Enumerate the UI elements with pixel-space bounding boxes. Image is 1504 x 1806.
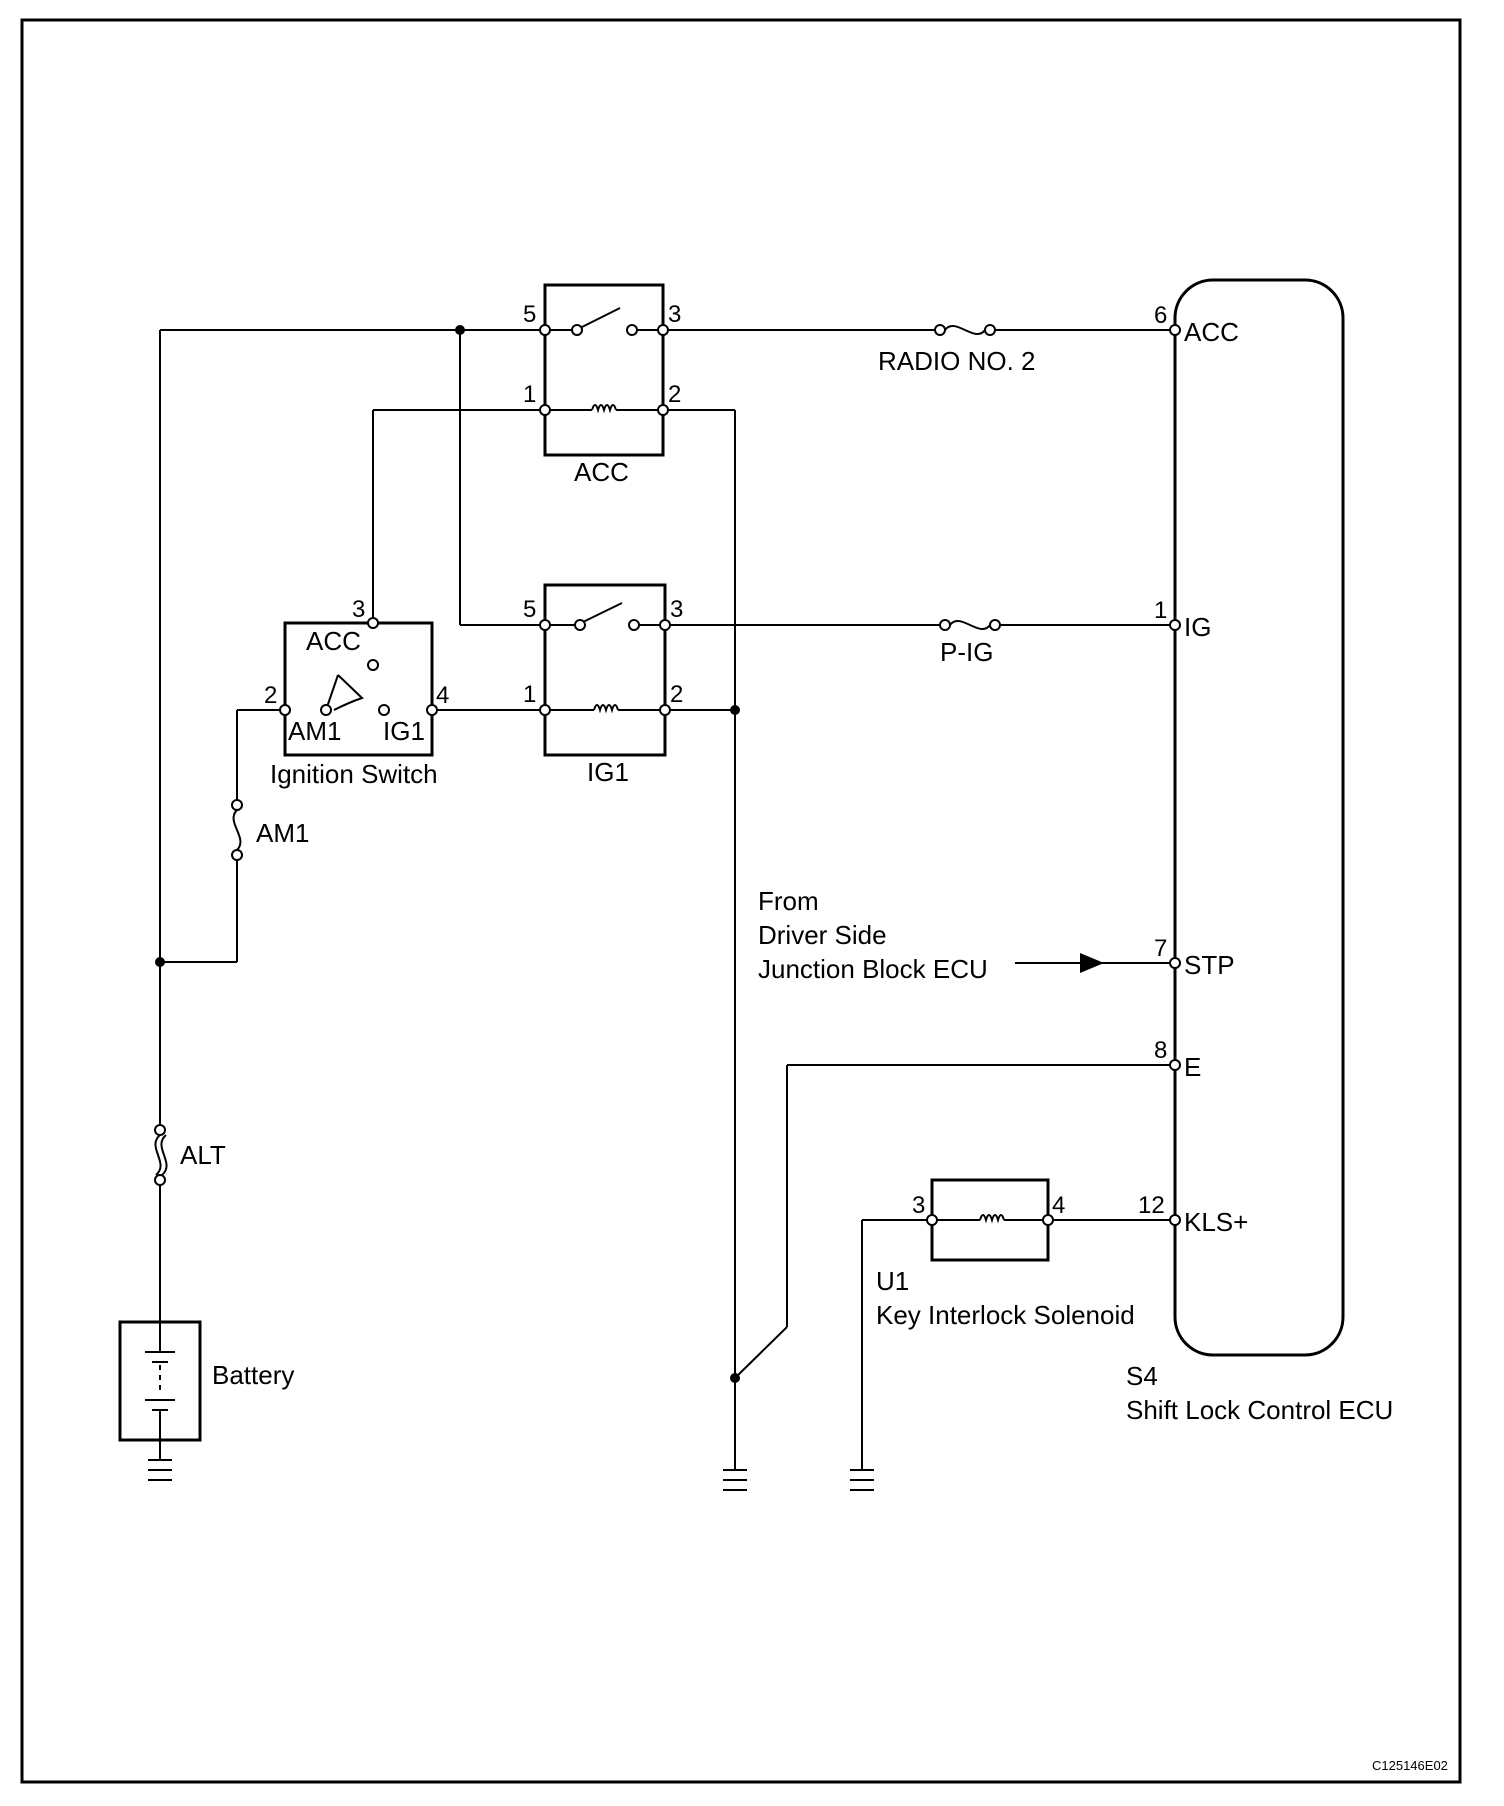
solenoid-pin4: 4 (1052, 1192, 1065, 1219)
ecu-pin-e-num: 8 (1154, 1037, 1167, 1064)
relay-ig1-pin5: 5 (523, 596, 536, 623)
junction-dots (155, 325, 740, 1383)
battery: Battery (118, 1320, 294, 1442)
ecu-pin-kls-num: 12 (1138, 1192, 1165, 1219)
ecu-pin-acc-num: 6 (1154, 302, 1167, 329)
relay-acc-pin3: 3 (668, 301, 681, 328)
relay-ig1-pin3: 3 (670, 596, 683, 623)
solenoid-code: U1 (876, 1266, 909, 1296)
ignition-switch-pos-am1: AM1 (288, 716, 341, 746)
relay-acc: 5 3 1 2 ACC (523, 283, 681, 487)
ground-relays (723, 1460, 747, 1491)
shift-lock-ecu: 6 ACC 1 IG 7 STP 8 E 12 KLS+ S4 Shift Lo… (1126, 278, 1393, 1425)
from-junction-block: From Driver Side Junction Block ECU (758, 886, 988, 984)
relay-ig1-pin2: 2 (670, 681, 683, 708)
ignition-switch-pin4: 4 (436, 682, 449, 709)
ignition-switch-pos-acc: ACC (306, 626, 361, 656)
ignition-switch-pos-ig1: IG1 (383, 716, 425, 746)
figure-code: C125146E02 (1372, 1758, 1448, 1773)
from-line2: Driver Side (758, 920, 887, 950)
fuse-alt: ALT (154, 1124, 226, 1186)
ecu-pin-ig-num: 1 (1154, 597, 1167, 624)
ignition-switch-pin3: 3 (352, 596, 365, 623)
from-line1: From (758, 886, 819, 916)
relay-ig1: 5 3 1 2 IG1 (523, 583, 683, 787)
fuse-alt-label: ALT (180, 1140, 226, 1170)
ignition-switch: 3 2 4 ACC AM1 IG1 Ignition Switch (264, 596, 449, 789)
relay-ig1-pin1: 1 (523, 681, 536, 708)
relay-acc-pin1: 1 (523, 381, 536, 408)
ecu-pin-e-name: E (1184, 1052, 1201, 1082)
fuse-pig-label: P-IG (940, 637, 993, 667)
ecu-pin-stp-num: 7 (1154, 935, 1167, 962)
ignition-switch-pin2: 2 (264, 682, 277, 709)
ground-battery (148, 1440, 172, 1481)
fuse-am1: AM1 (231, 799, 309, 861)
key-interlock-solenoid: 3 4 U1 Key Interlock Solenoid (876, 1178, 1135, 1330)
battery-label: Battery (212, 1360, 294, 1390)
diagram-frame (20, 18, 1462, 1784)
wires (159, 329, 1175, 1460)
solenoid-pin3: 3 (912, 1192, 925, 1219)
fuse-am1-label: AM1 (256, 818, 309, 848)
from-line3: Junction Block ECU (758, 954, 988, 984)
ecu-pin-stp-name: STP (1184, 950, 1235, 980)
ecu-code: S4 (1126, 1361, 1158, 1391)
solenoid-name: Key Interlock Solenoid (876, 1300, 1135, 1330)
ecu-pin-kls-name: KLS+ (1184, 1207, 1248, 1237)
relay-acc-label: ACC (574, 457, 629, 487)
fuse-pig: P-IG (939, 613, 1001, 667)
ecu-pin-ig-name: IG (1184, 612, 1211, 642)
ground-solenoid (850, 1460, 874, 1491)
ecu-name: Shift Lock Control ECU (1126, 1395, 1393, 1425)
fuse-radio-no2: RADIO NO. 2 (878, 318, 1035, 376)
ignition-switch-label: Ignition Switch (270, 759, 438, 789)
ecu-pin-acc-name: ACC (1184, 317, 1239, 347)
relay-acc-pin5: 5 (523, 301, 536, 328)
relay-acc-pin2: 2 (668, 381, 681, 408)
relay-ig1-label: IG1 (587, 757, 629, 787)
fuse-radio-no2-label: RADIO NO. 2 (878, 346, 1035, 376)
